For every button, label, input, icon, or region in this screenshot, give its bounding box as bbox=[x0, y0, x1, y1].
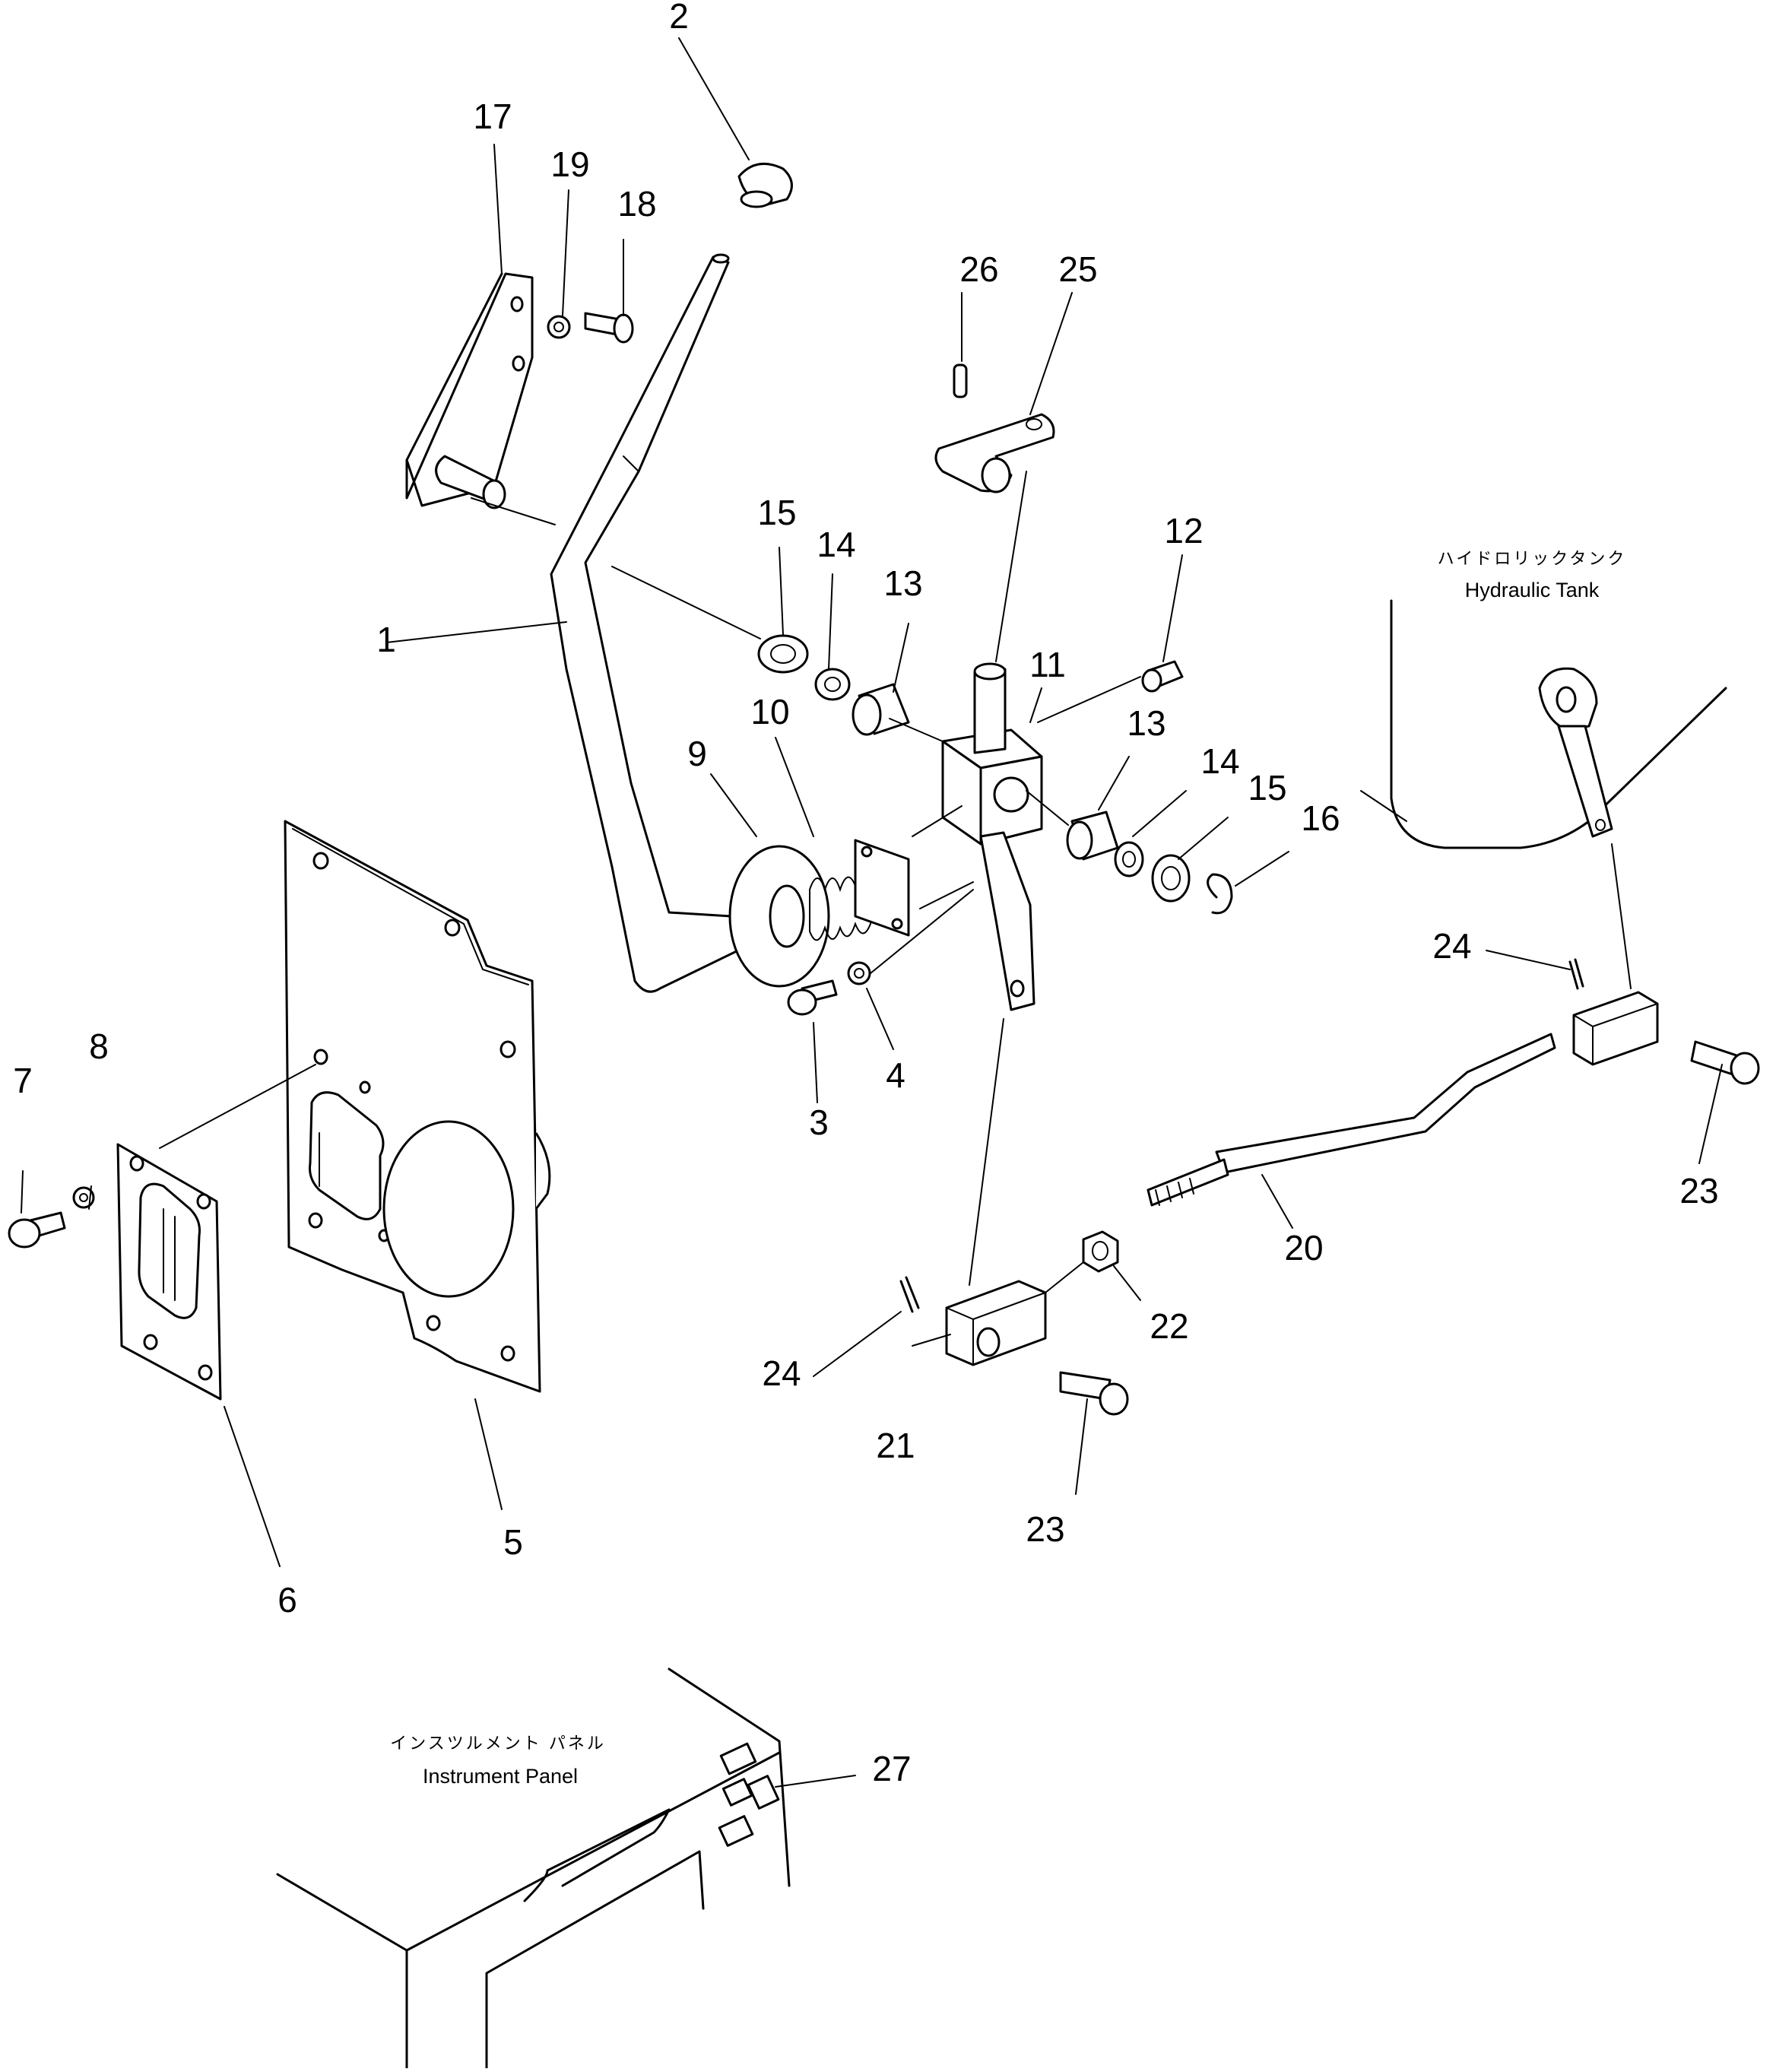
callout-17: 17 bbox=[473, 97, 512, 136]
callout-18: 18 bbox=[617, 184, 656, 224]
part-6-cover bbox=[116, 1143, 222, 1401]
callout-15-right: 15 bbox=[1248, 768, 1286, 808]
part-7-bolt bbox=[8, 1211, 66, 1249]
tank-lever-arm bbox=[1538, 667, 1613, 838]
callout-16: 16 bbox=[1301, 798, 1340, 838]
callout-14-right: 14 bbox=[1200, 741, 1239, 781]
part-8-washer bbox=[72, 1186, 95, 1209]
instrument-panel-caption-jp: インスツルメント パネル bbox=[390, 1734, 606, 1753]
part-21-yoke bbox=[945, 1280, 1047, 1366]
part-12-fitting bbox=[1141, 660, 1184, 693]
part-1-lever bbox=[550, 253, 771, 993]
callout-7: 7 bbox=[13, 1061, 33, 1100]
part-20-rod bbox=[1146, 1033, 1556, 1207]
part-11-block bbox=[941, 662, 1043, 1011]
part-23-pin-lower bbox=[1059, 1371, 1129, 1416]
callout-19: 19 bbox=[550, 144, 589, 184]
assembly-lines bbox=[159, 471, 1632, 1293]
part-5-plate bbox=[284, 820, 551, 1393]
instrument-panel-outline bbox=[276, 1667, 791, 2070]
part-15-seal-left bbox=[757, 634, 809, 674]
part-26-pin bbox=[953, 363, 968, 398]
callout-22: 22 bbox=[1150, 1306, 1188, 1346]
callout-25: 25 bbox=[1058, 249, 1097, 289]
callout-14-left: 14 bbox=[817, 525, 855, 564]
part-13-bushing-left bbox=[852, 683, 910, 736]
part-18-bolt bbox=[584, 312, 634, 344]
part-21-yoke-upper bbox=[1572, 991, 1659, 1066]
part-14-bearing-left bbox=[814, 668, 851, 701]
callout-24-lower: 24 bbox=[762, 1353, 801, 1393]
callout-9: 9 bbox=[687, 734, 707, 773]
part-13-bushing-right bbox=[1066, 811, 1119, 861]
hydraulic-tank-outline bbox=[1360, 599, 1727, 849]
callout-4: 4 bbox=[886, 1055, 905, 1095]
callout-23-lower: 23 bbox=[1026, 1509, 1064, 1549]
part-16-snap-ring bbox=[1207, 873, 1233, 915]
part-23-pin-upper bbox=[1690, 1040, 1760, 1085]
callout-15-left: 15 bbox=[757, 493, 796, 532]
part-9-boot bbox=[728, 845, 830, 988]
part-24-cotter-lower bbox=[899, 1276, 920, 1313]
callout-2: 2 bbox=[669, 0, 689, 36]
instrument-panel-caption-en: Instrument Panel bbox=[423, 1765, 578, 1788]
callout-12: 12 bbox=[1164, 511, 1203, 551]
part-3-bolt bbox=[787, 979, 838, 1016]
part-10-spring bbox=[809, 839, 910, 941]
callout-13-left: 13 bbox=[883, 563, 922, 603]
hydraulic-tank-caption-jp: ハイドロリックタンク bbox=[1438, 549, 1627, 568]
callout-11: 11 bbox=[1029, 645, 1066, 684]
callout-5: 5 bbox=[503, 1522, 523, 1562]
part-19-washer bbox=[547, 315, 571, 339]
callout-20: 20 bbox=[1284, 1228, 1323, 1268]
part-4-washer bbox=[847, 961, 871, 985]
callout-1: 1 bbox=[376, 620, 396, 659]
callout-leaders bbox=[21, 37, 1723, 1788]
callout-numbers: 1 2 3 4 5 6 7 8 9 10 11 12 13 13 14 14 1… bbox=[13, 0, 1718, 1788]
callout-26: 26 bbox=[959, 249, 998, 289]
part-22-nut bbox=[1082, 1230, 1119, 1273]
callout-6: 6 bbox=[278, 1580, 297, 1620]
part-15-seal-right bbox=[1151, 854, 1191, 903]
part-14-bearing-right bbox=[1114, 841, 1144, 877]
part-17-bracket bbox=[405, 272, 534, 509]
callout-3: 3 bbox=[809, 1103, 829, 1142]
callout-23-upper: 23 bbox=[1679, 1171, 1718, 1211]
captions: ハイドロリックタンク Hydraulic Tank インスツルメント パネル I… bbox=[390, 549, 1627, 1788]
callout-27: 27 bbox=[872, 1749, 911, 1788]
callout-24-upper: 24 bbox=[1432, 926, 1471, 966]
part-24-cotter-upper bbox=[1568, 958, 1584, 990]
callout-13-right: 13 bbox=[1127, 703, 1166, 743]
callout-21: 21 bbox=[876, 1426, 915, 1465]
callout-8: 8 bbox=[89, 1026, 109, 1066]
part-25-clevis bbox=[934, 413, 1055, 493]
part-2-knob bbox=[737, 163, 793, 208]
callout-10: 10 bbox=[750, 692, 789, 731]
hydraulic-tank-caption-en: Hydraulic Tank bbox=[1465, 579, 1600, 601]
